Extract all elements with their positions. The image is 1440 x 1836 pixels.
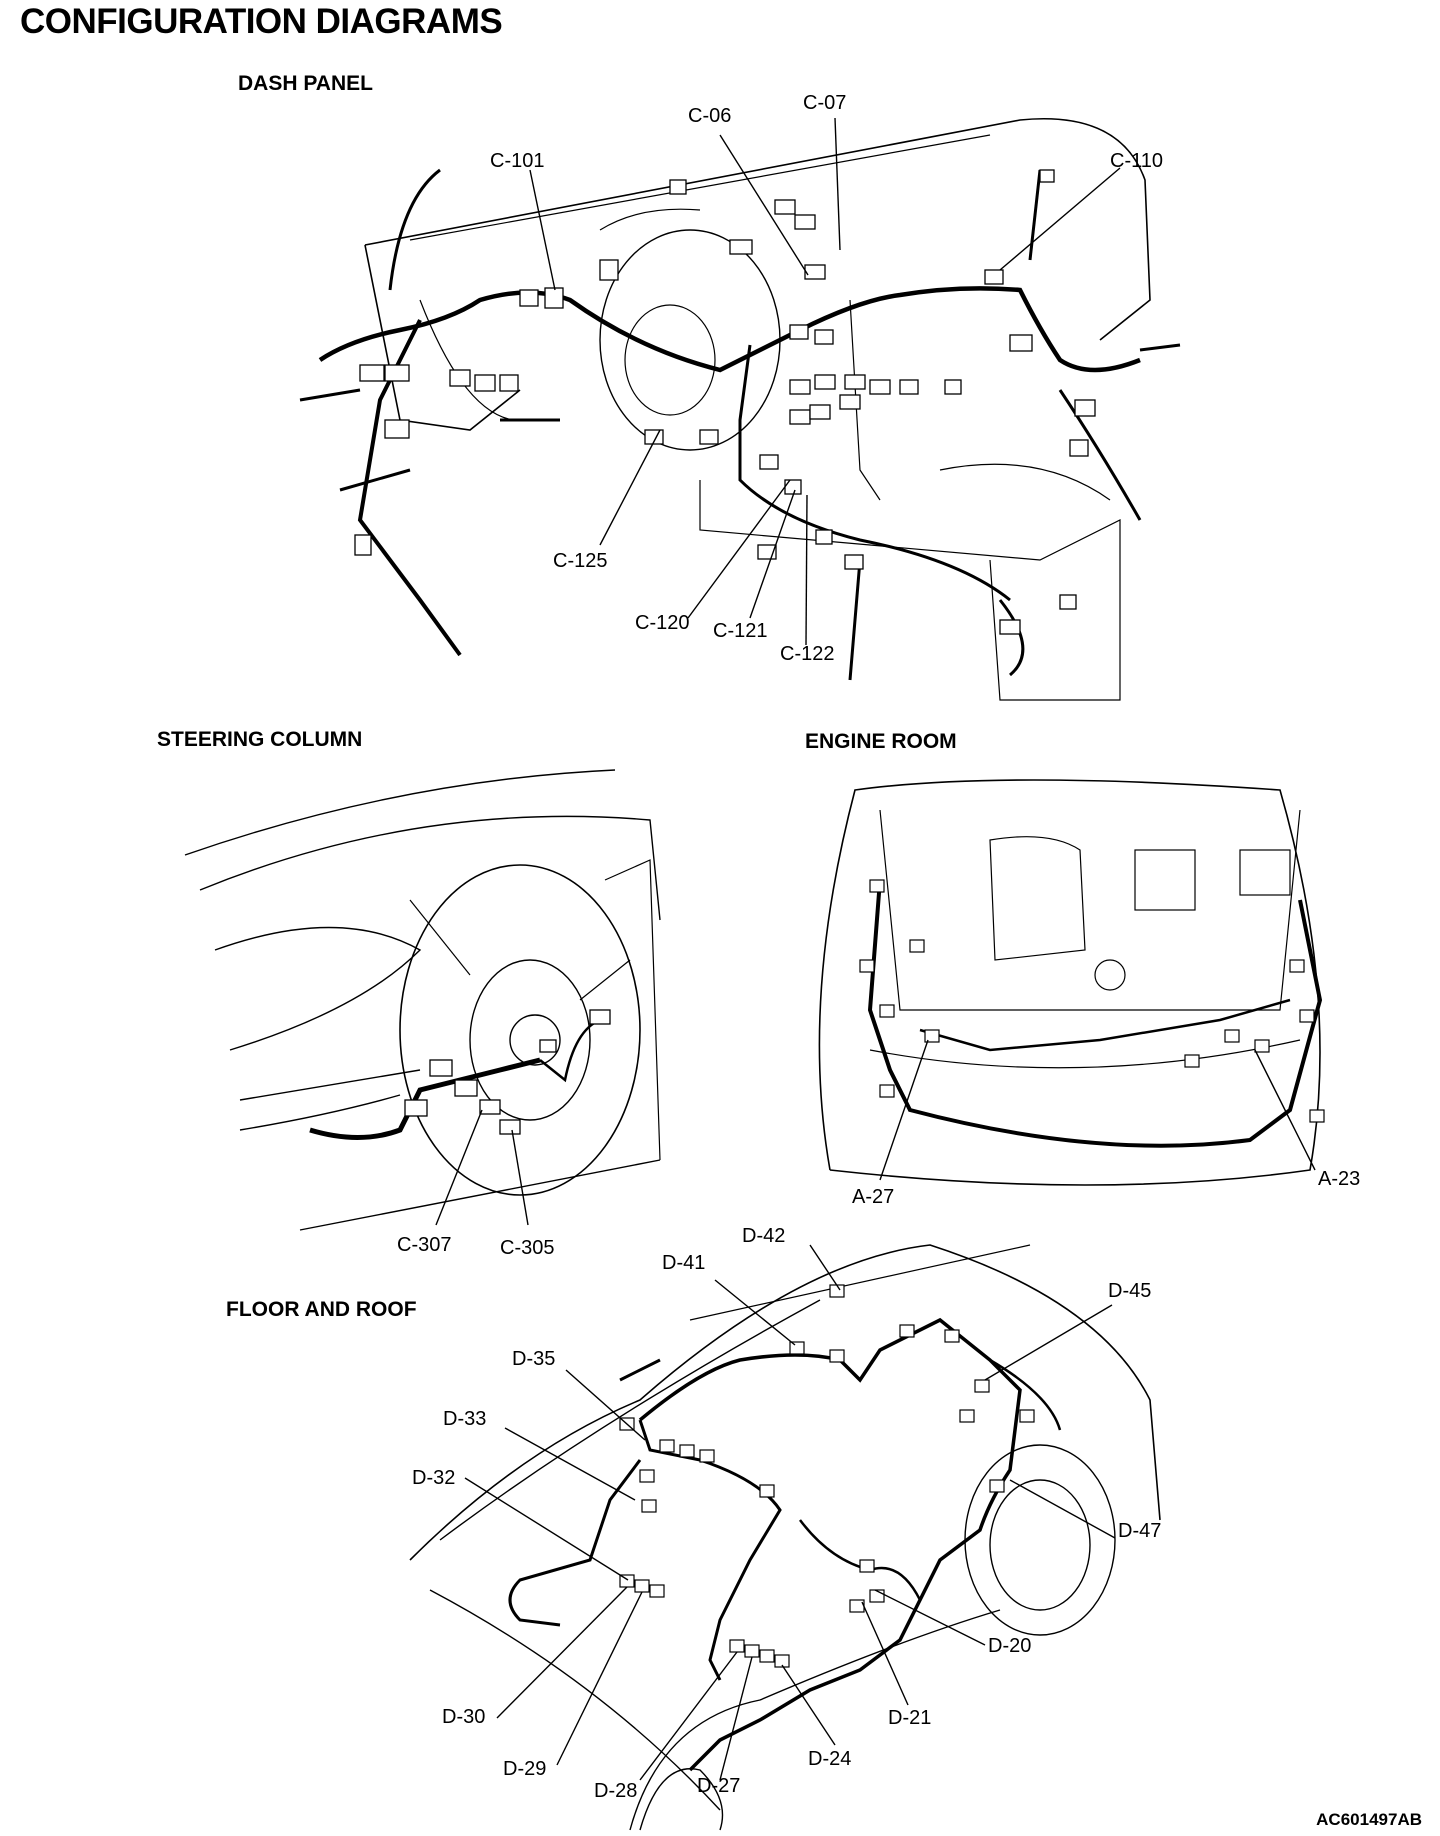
callout-a-27: A-27 bbox=[852, 1186, 895, 1208]
callout-d-20: D-20 bbox=[988, 1635, 1032, 1657]
callout-d-41: D-41 bbox=[662, 1252, 706, 1274]
leader-lines bbox=[435, 117, 1316, 1781]
floor-and-roof-illustration bbox=[409, 1244, 1161, 1831]
section-title-dash-panel: DASH PANEL bbox=[238, 72, 373, 95]
callout-c-122: C-122 bbox=[780, 643, 835, 665]
callout-c-06: C-06 bbox=[688, 105, 732, 127]
callout-d-24: D-24 bbox=[808, 1748, 852, 1770]
callout-d-35: D-35 bbox=[512, 1348, 556, 1370]
callout-c-121: C-121 bbox=[713, 620, 768, 642]
callout-d-32: D-32 bbox=[412, 1467, 456, 1489]
callout-a-23: A-23 bbox=[1318, 1168, 1361, 1190]
callout-d-29: D-29 bbox=[503, 1758, 547, 1780]
callout-c-101: C-101 bbox=[490, 150, 545, 172]
steering-column-illustration bbox=[184, 769, 661, 1231]
callout-d-27: D-27 bbox=[697, 1775, 741, 1797]
callout-d-42: D-42 bbox=[742, 1225, 786, 1247]
callout-c-305: C-305 bbox=[500, 1237, 555, 1259]
callout-d-47: D-47 bbox=[1118, 1520, 1162, 1542]
callout-d-21: D-21 bbox=[888, 1707, 932, 1729]
section-title-floor-and-roof: FLOOR AND ROOF bbox=[226, 1298, 417, 1321]
image-code: AC601497AB bbox=[1316, 1810, 1422, 1829]
callout-c-110: C-110 bbox=[1110, 150, 1163, 172]
callout-c-307: C-307 bbox=[397, 1234, 452, 1256]
callout-c-125: C-125 bbox=[553, 550, 608, 572]
callout-d-28: D-28 bbox=[594, 1780, 638, 1802]
engine-room-illustration bbox=[818, 779, 1325, 1186]
callout-c-07: C-07 bbox=[803, 92, 847, 114]
callout-d-45: D-45 bbox=[1108, 1280, 1152, 1302]
dash-panel-illustration bbox=[299, 118, 1181, 701]
callout-d-30: D-30 bbox=[442, 1706, 486, 1728]
page-title: CONFIGURATION DIAGRAMS bbox=[20, 2, 503, 41]
section-title-steering-column: STEERING COLUMN bbox=[157, 728, 363, 751]
callout-d-33: D-33 bbox=[443, 1408, 487, 1430]
callout-c-120: C-120 bbox=[635, 612, 690, 634]
section-title-engine-room: ENGINE ROOM bbox=[805, 730, 957, 753]
